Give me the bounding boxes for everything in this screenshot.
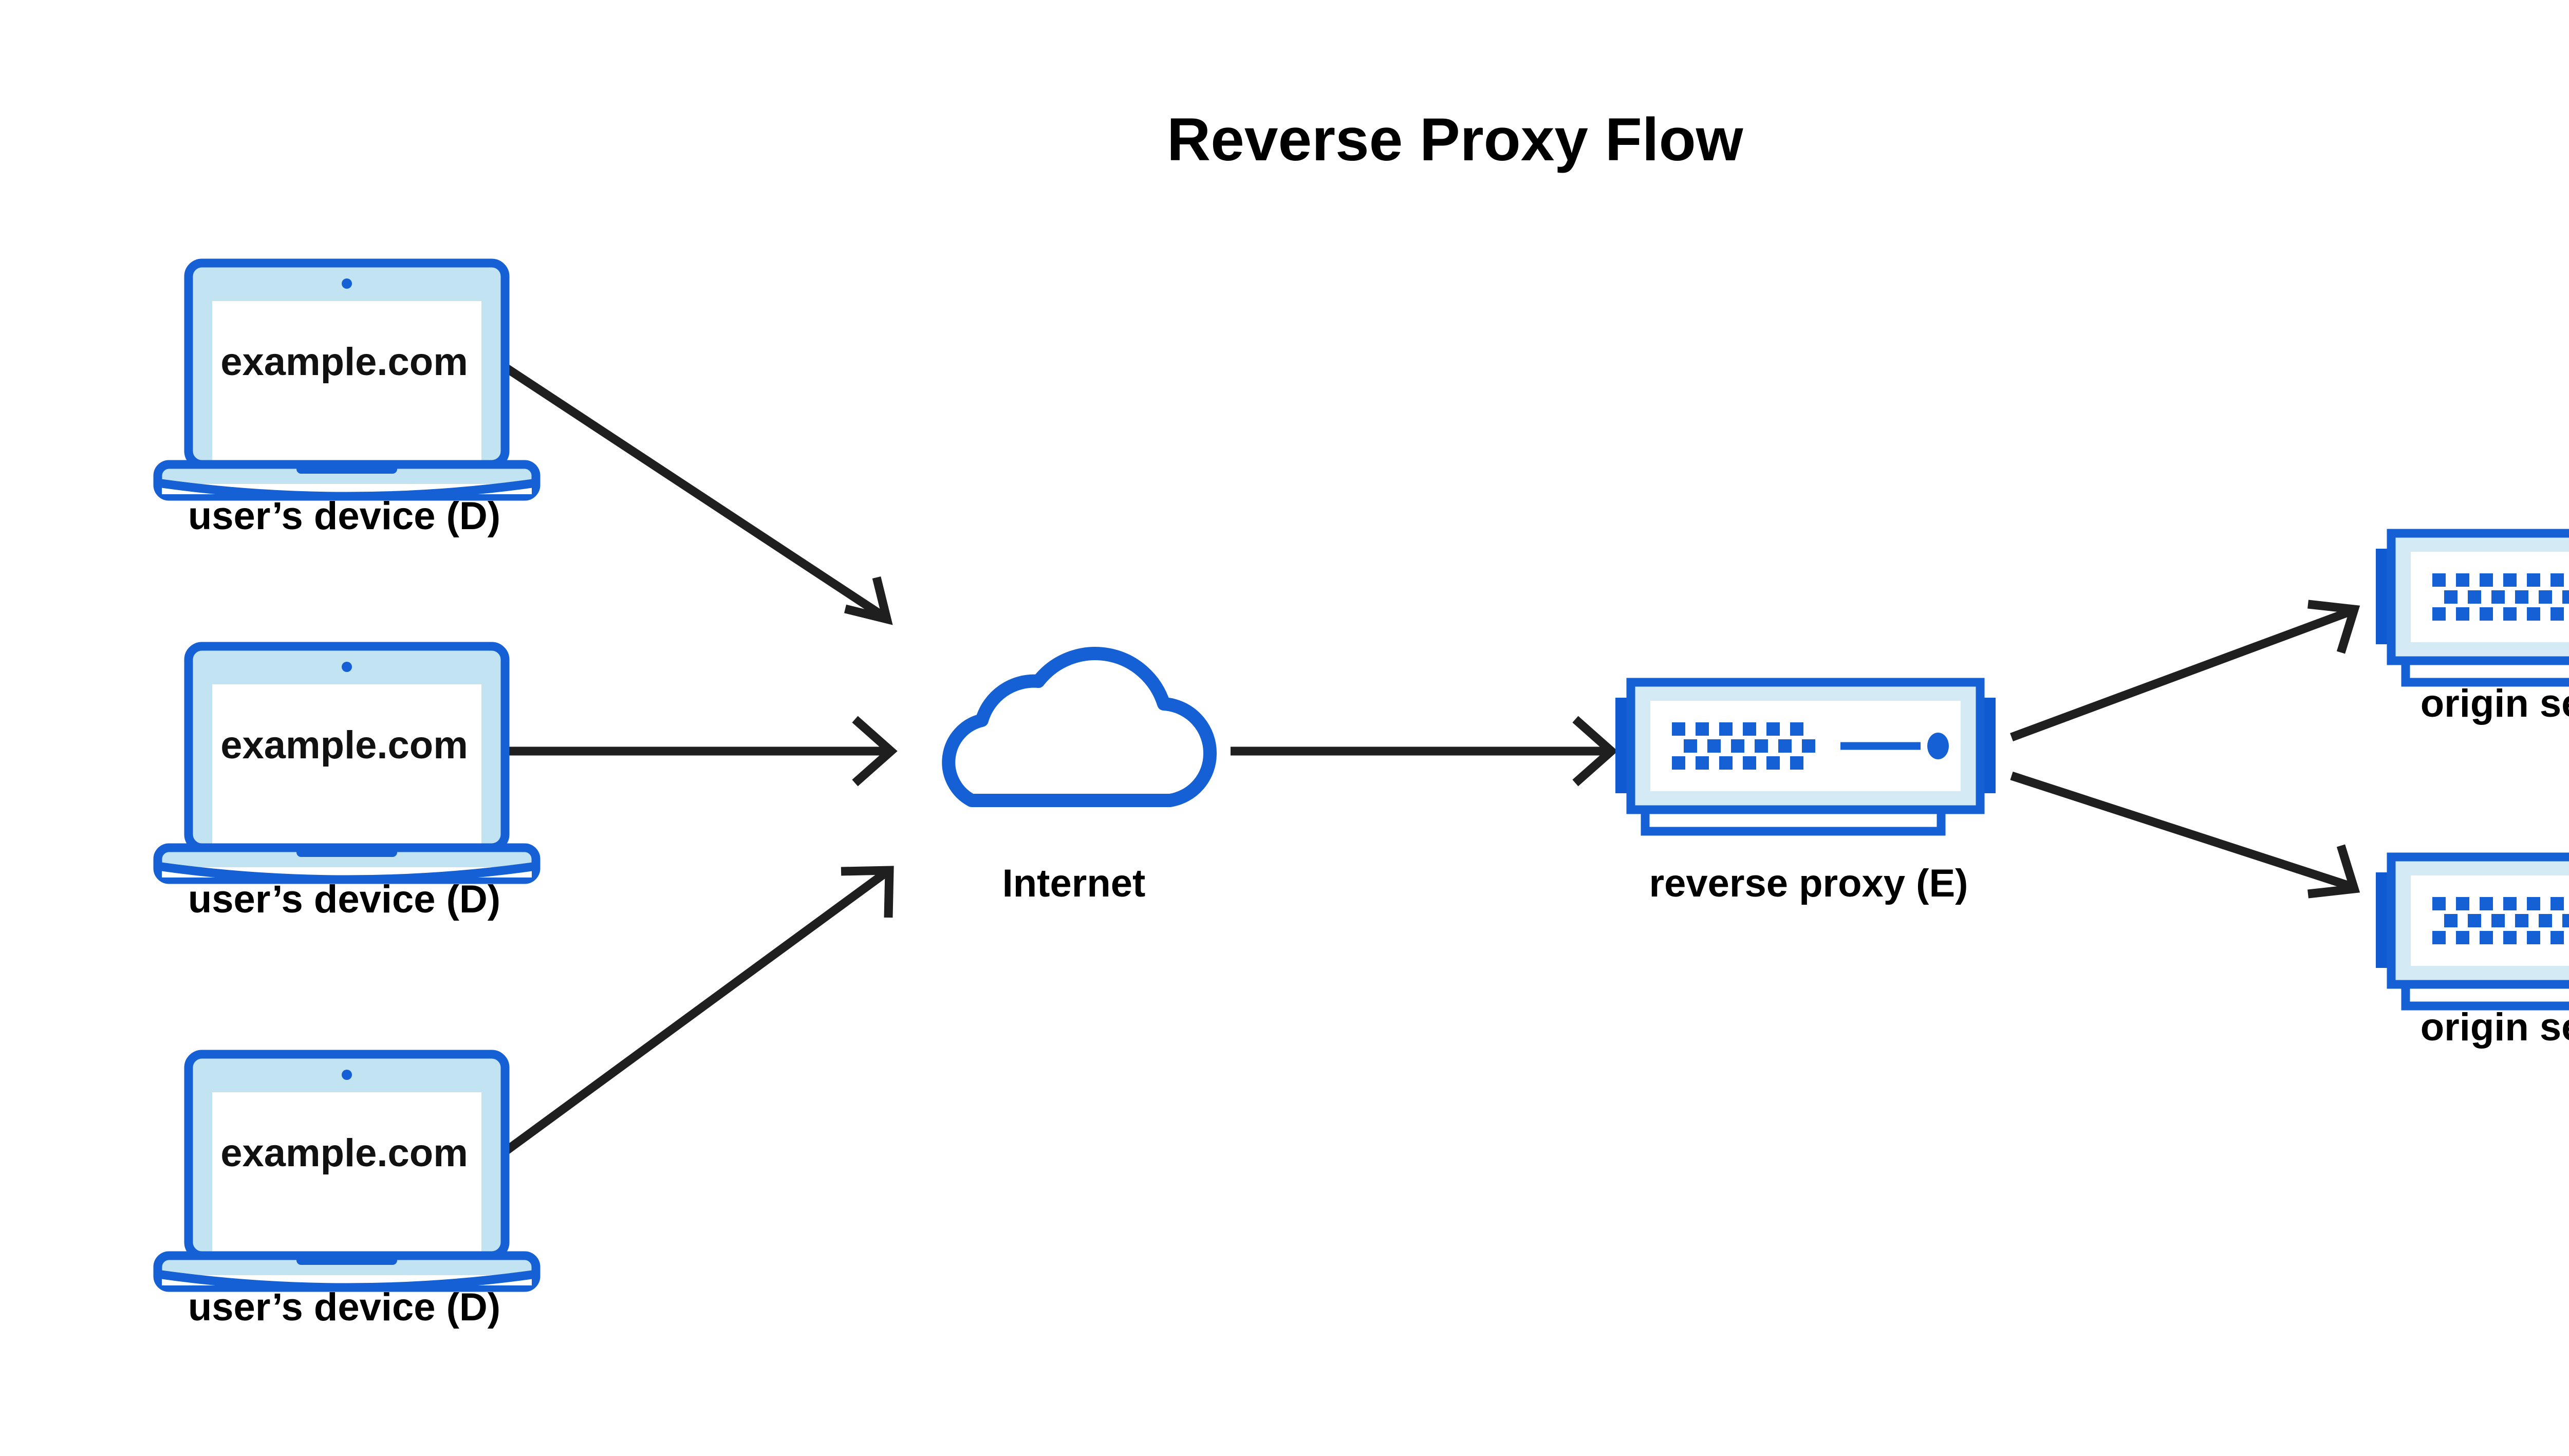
client-screen-text: example.com [220,1131,468,1175]
edge-client-top-to-internet [504,364,893,625]
node-client-middle[interactable]: example.com user’s device (D) [158,646,536,921]
client-bottom-label: user’s device (D) [188,1285,500,1329]
node-client-bottom[interactable]: example.com user’s device (D) [158,1054,536,1329]
client-screen-text: example.com [220,723,468,767]
node-client-top[interactable]: example.com user’s device (D) [158,263,536,538]
client-middle-label: user’s device (D) [188,878,500,921]
node-origin-top[interactable]: origin server (F) [2376,533,2569,725]
server-icon [2376,533,2569,682]
edge-client-middle-to-internet [506,716,898,787]
server-icon [1615,682,1996,831]
internet-label: Internet [1002,862,1146,905]
edge-proxy-to-origin-top [2010,600,2360,741]
reverse-proxy-label: reverse proxy (E) [1649,862,1968,905]
node-reverse-proxy[interactable]: reverse proxy (E) [1615,682,1996,905]
edge-proxy-to-origin-bottom [2010,771,2360,899]
edge-client-bottom-to-internet [503,866,894,1154]
origin-top-label: origin server (F) [2421,682,2569,725]
edges-layer [503,364,2360,1154]
client-screen-text: example.com [220,340,468,384]
origin-bottom-label: origin server (F) [2421,1005,2569,1049]
page-title: Reverse Proxy Flow [1167,106,1744,174]
server-icon [2376,857,2569,1006]
node-origin-bottom[interactable]: origin server (F) [2376,857,2569,1049]
client-top-label: user’s device (D) [188,494,500,538]
cloud-icon [948,654,1210,800]
node-internet[interactable]: Internet [948,654,1210,905]
edge-internet-to-proxy [1231,716,1618,787]
